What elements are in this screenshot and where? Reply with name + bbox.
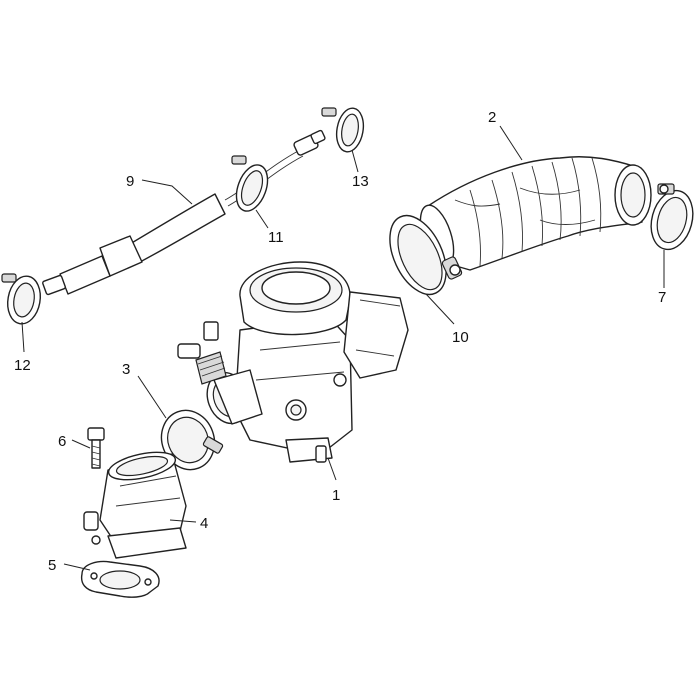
callout-labels: 1 2 3 4 5 6 7 9 10 11 12 13 [14, 109, 666, 574]
part-11-clamp[interactable] [231, 155, 274, 215]
callout-13: 13 [352, 173, 369, 190]
callout-1: 1 [332, 487, 340, 504]
leader-4 [169, 519, 197, 523]
callout-9: 9 [126, 173, 134, 190]
leader-10 [425, 293, 455, 325]
callout-12: 12 [14, 357, 31, 374]
part-3-clamp[interactable] [153, 403, 224, 477]
leader-13 [351, 149, 359, 173]
leader-9 [141, 179, 193, 205]
leader-lines [21, 125, 665, 571]
part-2-intake-hose[interactable] [414, 156, 652, 271]
part-1-carburetor[interactable] [177, 261, 409, 463]
callout-5: 5 [48, 557, 56, 574]
leader-6 [71, 439, 91, 449]
callout-7: 7 [658, 289, 666, 306]
part-4-intake-manifold[interactable] [83, 447, 187, 559]
leader-1 [327, 457, 337, 481]
part-9-cable[interactable] [42, 129, 326, 296]
callout-2: 2 [488, 109, 496, 126]
part-10-hose-clamp[interactable] [378, 207, 463, 303]
part-5-gasket[interactable] [80, 560, 160, 598]
part-7-hose-clamp[interactable] [645, 183, 699, 254]
leader-3 [137, 375, 167, 419]
part-6-bolt[interactable] [87, 427, 105, 469]
callout-4: 4 [200, 515, 208, 532]
leader-5 [63, 563, 91, 571]
callout-11: 11 [268, 229, 284, 246]
leader-2 [499, 125, 523, 161]
part-13-clamp[interactable] [321, 106, 367, 154]
leader-12 [21, 321, 25, 353]
part-12-clamp[interactable] [1, 273, 44, 327]
callout-3: 3 [122, 361, 130, 378]
leader-11 [255, 209, 269, 229]
callout-10: 10 [452, 329, 469, 346]
callout-6: 6 [58, 433, 66, 450]
